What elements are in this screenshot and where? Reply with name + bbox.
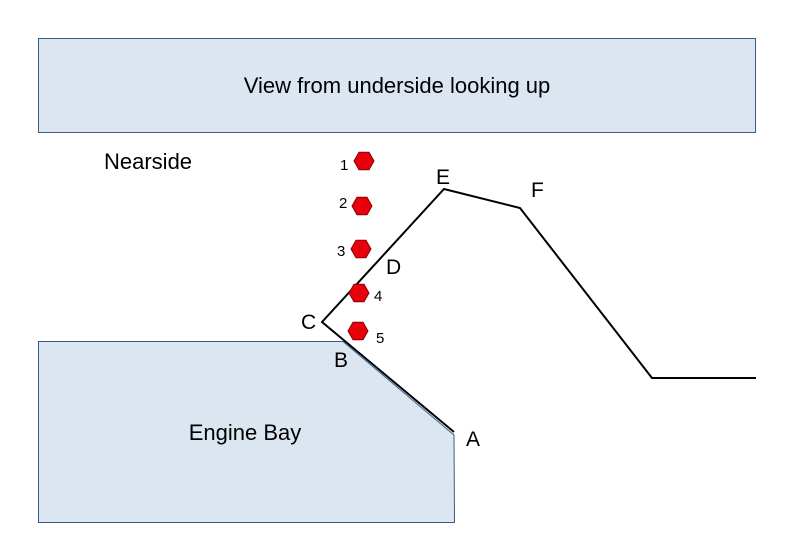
engine-bay-label: Engine Bay [189,420,302,445]
marker-2-hexagon [351,196,373,216]
marker-1-label: 1 [340,157,348,174]
point-label-e: E [436,166,450,189]
profile-line [320,187,756,433]
marker-5-label: 5 [376,330,384,347]
marker-3-hexagon [350,239,372,259]
marker-5-hexagon [347,321,369,341]
point-label-b: B [334,349,348,372]
engine-bay-shape [38,341,456,523]
point-label-a: A [466,428,480,451]
marker-4-label: 4 [374,288,382,305]
point-label-f: F [531,179,544,202]
banner-box [38,38,756,133]
banner-text: View from underside looking up [244,73,551,98]
marker-1-hexagon [353,151,375,171]
point-label-c: C [301,311,316,334]
marker-3-label: 3 [337,243,345,260]
nearside-label: Nearside [104,149,192,174]
point-label-d: D [386,256,401,279]
marker-4-hexagon [348,283,370,303]
marker-2-label: 2 [339,195,347,212]
